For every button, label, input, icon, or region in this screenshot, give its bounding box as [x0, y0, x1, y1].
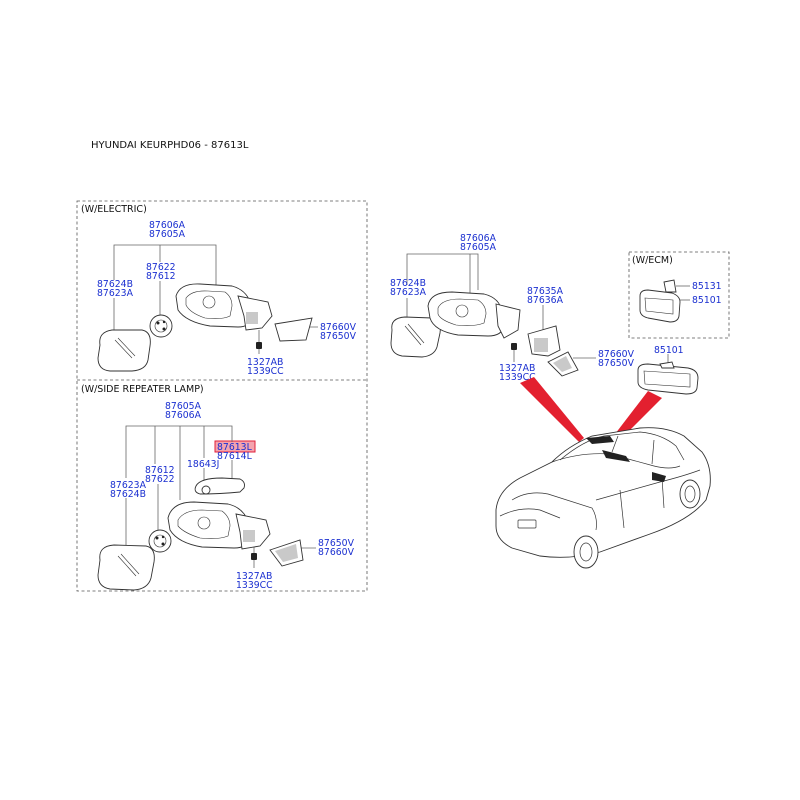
panel-electric-label: (W/ELECTRIC)	[81, 204, 147, 215]
pn-repeater-glass-b[interactable]: 87624B	[110, 489, 146, 500]
pn-repeater-cover-b[interactable]: 87660V	[318, 547, 355, 558]
car-rear-panel	[499, 508, 561, 519]
pn-ecm-mirror[interactable]: 85101	[692, 295, 722, 306]
car-pillar-2	[651, 439, 655, 465]
panel-repeater: (W/SIDE REPEATER LAMP) 87605A 87606A 876…	[81, 384, 355, 591]
pn-right-housing-a[interactable]: 87606A	[460, 233, 497, 244]
pn-repeater-screw-b[interactable]: 1339CC	[236, 580, 273, 591]
pn-right-bracket-b[interactable]: 87636A	[527, 295, 564, 306]
pn-repeater-bulb[interactable]: 18643J	[187, 459, 219, 470]
pn-ecm-cover[interactable]: 85131	[692, 281, 722, 292]
pn-electric-actuator-a[interactable]: 87622	[146, 262, 176, 273]
pn-electric-screw-b[interactable]: 1339CC	[247, 366, 284, 377]
electric-actuator	[149, 314, 173, 338]
panel-ecm: (W/ECM) 85131 85101	[628, 251, 730, 339]
pn-electric-actuator-b[interactable]: 87612	[146, 271, 176, 282]
pn-repeater-actuator-a[interactable]: 87612	[145, 465, 175, 476]
electric-cover	[274, 317, 313, 342]
pn-electric-glass-a[interactable]: 87624B	[97, 279, 133, 290]
pn-right-screw-b[interactable]: 1339CC	[499, 372, 536, 383]
car-body	[495, 427, 711, 558]
pn-right-cover-a[interactable]: 87660V	[598, 349, 635, 360]
left-frame	[76, 200, 368, 592]
panel-electric: (W/ELECTRIC) 87606A 87605A 87622 87612 8…	[81, 204, 357, 377]
pn-right-bracket-a[interactable]: 87635A	[527, 286, 564, 297]
car-highlight-side-mirror	[652, 472, 666, 482]
pn-repeater-housing-b[interactable]: 87606A	[165, 410, 202, 421]
callout-arrow-right	[612, 391, 662, 442]
car-door-line	[619, 489, 625, 529]
right-mirror-glass	[390, 316, 441, 358]
car-roofline	[551, 453, 681, 469]
repeater-actuator	[148, 529, 172, 553]
ecm-frame-border	[628, 251, 730, 339]
repeater-lamp	[194, 477, 245, 495]
pn-electric-housing-b[interactable]: 87605A	[149, 229, 186, 240]
repeater-mirror-glass	[97, 544, 155, 591]
electric-mirror-glass	[97, 329, 151, 372]
diagram-title: HYUNDAI KEURPHD06 - 87613L	[91, 140, 249, 151]
pn-right-glass-b[interactable]: 87623A	[390, 287, 427, 298]
right-mirror-cover	[547, 351, 579, 377]
pn-repeater-screw-a[interactable]: 1327AB	[236, 571, 272, 582]
pn-electric-glass-b[interactable]: 87623A	[97, 288, 134, 299]
callout-arrow-left	[520, 377, 584, 442]
car-highlight-roof	[602, 450, 630, 462]
right-mirror-bracket	[527, 325, 561, 357]
repeater-screw	[251, 553, 257, 560]
highlight-box	[214, 440, 256, 453]
panel-ecm-label: (W/ECM)	[632, 255, 673, 266]
repeater-cover	[269, 539, 304, 567]
pn-electric-cover-b[interactable]: 87650V	[320, 331, 357, 342]
inside-mirror	[637, 361, 699, 395]
car-door-line-2	[661, 477, 665, 509]
car-illustration	[495, 427, 711, 569]
panel-inside-mirror: 85101	[637, 345, 699, 395]
pn-right-housing-b[interactable]: 87605A	[460, 242, 497, 253]
pn-repeater-lamp-a[interactable]: 87613L	[217, 442, 253, 453]
pn-right-glass-a[interactable]: 87624B	[390, 278, 426, 289]
ecm-mirror	[639, 279, 681, 323]
car-windows	[559, 431, 685, 461]
repeater-mirror-housing	[167, 501, 271, 550]
pn-right-screw-a[interactable]: 1327AB	[499, 363, 535, 374]
car-wheel-rear	[573, 535, 599, 569]
pn-repeater-cover-a[interactable]: 87650V	[318, 538, 355, 549]
pn-electric-screw-a[interactable]: 1327AB	[247, 357, 283, 368]
car-trunk	[511, 492, 597, 531]
car-highlight-inside-mirror	[586, 436, 614, 444]
pn-electric-cover-a[interactable]: 87660V	[320, 322, 357, 333]
pn-inside-mirror[interactable]: 85101	[654, 345, 684, 356]
panel-repeater-label: (W/SIDE REPEATER LAMP)	[81, 384, 204, 395]
leader-repeater-housing	[125, 425, 233, 478]
right-mirror-screw	[511, 343, 517, 350]
leader-right-housing	[406, 253, 479, 290]
pn-repeater-housing-a[interactable]: 87605A	[165, 401, 202, 412]
electric-screw	[256, 342, 262, 349]
callout-arrows	[520, 377, 662, 442]
pn-repeater-actuator-b[interactable]: 87622	[145, 474, 175, 485]
pn-electric-housing-a[interactable]: 87606A	[149, 220, 186, 231]
pn-right-cover-b[interactable]: 87650V	[598, 358, 635, 369]
car-license	[517, 519, 537, 529]
pn-repeater-glass-a[interactable]: 87623A	[110, 480, 147, 491]
leader-electric-housing	[113, 244, 217, 285]
panel-right-mirror: 87606A 87605A 87624B 87623A 87635A 87636…	[390, 233, 635, 383]
car-pillar	[611, 435, 619, 453]
pn-repeater-lamp-b[interactable]: 87614L	[217, 451, 253, 462]
car-wheel-front	[679, 479, 701, 509]
left-frame-border	[76, 200, 368, 592]
right-mirror-housing	[427, 291, 521, 339]
car-side-line	[595, 469, 701, 501]
electric-mirror-housing	[175, 283, 273, 331]
